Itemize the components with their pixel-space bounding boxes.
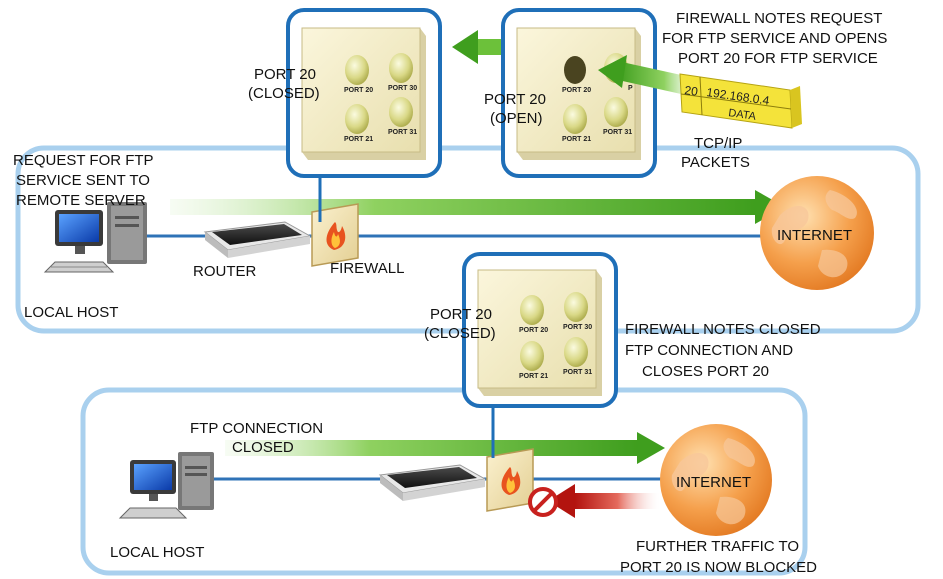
port-status-label-line-2: (CLOSED) [248,85,320,102]
notes-closed-line-1: FIREWALL NOTES CLOSED [625,321,821,338]
notes-closed-line-2: FTP CONNECTION AND [625,342,793,359]
packet-arrow [598,55,695,96]
port-20-open-socket [564,56,586,84]
firewall-icon-bottom [486,448,534,512]
router-icon [203,221,312,258]
firewall-label: FIREWALL [330,260,404,277]
port-label: PORT 20 [344,87,373,94]
blocked-label-line-2: PORT 20 IS NOW BLOCKED [620,559,817,576]
packet-caption-line-1: TCP/IP [694,135,742,152]
port-label: PORT 31 [388,129,417,136]
port-label: PORT 31 [563,369,592,376]
port-status-label-line-1: PORT 20 [254,66,316,83]
port-21-socket [345,104,369,134]
port-label: PORT 21 [562,136,591,143]
port-30-socket [564,292,588,322]
local-host-label: LOCAL HOST [24,304,118,321]
local-host-computer-icon-bottom [118,452,214,519]
port-plate-open: PORT 20 P PORT 21 PORT 31 [516,27,641,160]
local-host-computer-icon [43,202,147,273]
port-31-socket [604,97,628,127]
request-label-line-2: SERVICE SENT TO [16,172,150,189]
port-label: PORT 30 [563,324,592,331]
connection-closed-arrow [225,432,665,464]
port-status-label-line-2: (OPEN) [490,110,543,127]
packet-caption-line-2: PACKETS [681,154,750,171]
local-host-label-bottom: LOCAL HOST [110,544,204,561]
tcp-ip-packet-icon: 20 192.168.0.4 DATA [679,73,802,129]
router-icon-bottom [378,464,487,501]
no-entry-icon [528,487,558,517]
notes-request-line-3: PORT 20 FOR FTP SERVICE [678,50,878,67]
port-30-socket [389,53,413,83]
port-21-socket [563,104,587,134]
port-label: PORT 31 [603,129,632,136]
port-label: PORT 20 [519,327,548,334]
internet-label-bottom: INTERNET [676,474,751,491]
port-label: P [628,85,633,92]
internet-globe-icon [760,176,874,290]
port-20-socket [520,295,544,325]
router-label: ROUTER [193,263,257,280]
port-21-socket [520,341,544,371]
packet-port: 20 [684,83,699,99]
port-label: PORT 30 [388,85,417,92]
port-plate-closed-top: PORT 20 PORT 30 PORT 21 PORT 31 [301,27,426,160]
connection-closed-line-2: CLOSED [232,439,294,456]
port-label: PORT 21 [519,373,548,380]
connection-closed-line-1: FTP CONNECTION [190,420,323,437]
notes-request-line-2: FOR FTP SERVICE AND OPENS [662,30,887,47]
blocked-traffic-arrow [548,484,660,518]
port-plate-closed-bottom: PORT 20 PORT 30 PORT 21 PORT 31 [477,269,602,396]
port-status-label-line-1: PORT 20 [430,306,492,323]
internet-globe-icon-bottom [660,424,772,536]
notes-request-line-1: FIREWALL NOTES REQUEST [676,10,882,27]
blocked-label-line-1: FURTHER TRAFFIC TO [636,538,799,555]
port-20-socket [345,55,369,85]
port-31-socket [389,97,413,127]
internet-label: INTERNET [777,227,852,244]
port-label: PORT 21 [344,136,373,143]
port-31-socket [564,337,588,367]
notes-closed-line-3: CLOSES PORT 20 [642,363,769,380]
port-label: PORT 20 [562,87,591,94]
request-label-line-1: REQUEST FOR FTP [13,152,154,169]
firewall-icon [311,203,359,267]
port-status-label-line-2: (CLOSED) [424,325,496,342]
request-label-line-3: REMOTE SERVER [16,192,146,209]
port-status-label-line-1: PORT 20 [484,91,546,108]
packet-data: DATA [728,107,758,123]
